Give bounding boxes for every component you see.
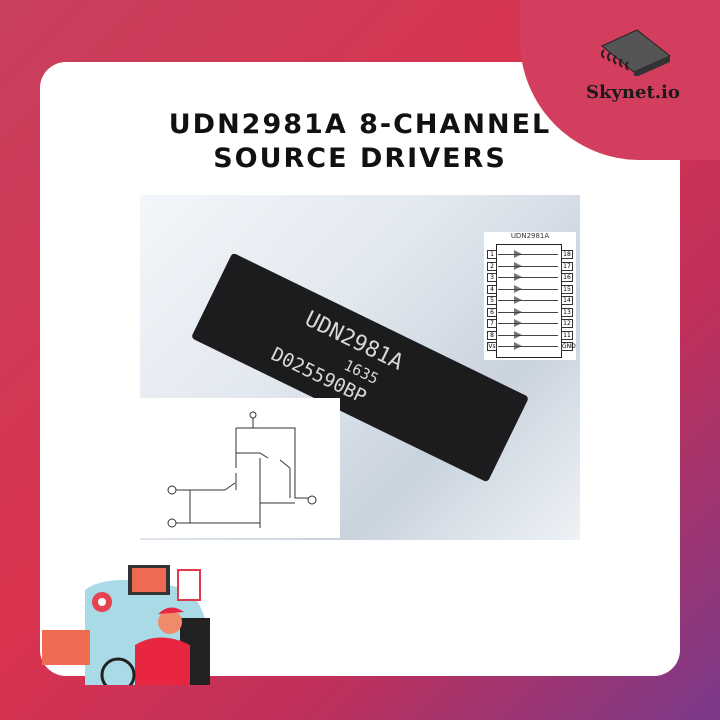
pin-label-left: Vs	[487, 342, 497, 351]
pin-label-left: 3	[487, 273, 497, 282]
pinout-diagram: UDN2981A 1 18 2 17 3 16 4 15 5 14 6 13 7…	[484, 232, 576, 360]
circuit-schematic	[140, 398, 340, 538]
brand-name: Skynet.io	[586, 82, 680, 103]
pin-label-left: 1	[487, 250, 497, 259]
pin-label-right: 15	[561, 284, 573, 294]
pin-label-right: 14	[561, 296, 573, 305]
pinout-title: UDN2981A	[510, 232, 550, 240]
pin-label-left: 8	[487, 330, 497, 340]
page-title: UDN2981A 8-CHANNEL SOURCE DRIVERS	[100, 108, 620, 176]
delivery-driver-illustration	[42, 565, 210, 685]
pin-label-left: 2	[487, 261, 497, 271]
pin-label-right: 11	[561, 330, 573, 340]
pin-label-left: 5	[487, 296, 497, 305]
pin-label-right: 12	[561, 319, 573, 328]
pin-label-right: GND	[561, 342, 576, 351]
pin-label-left: 6	[487, 307, 497, 317]
title-line-1: UDN2981A 8-CHANNEL	[168, 109, 552, 140]
pin-label-right: 13	[561, 307, 573, 317]
pin-label-left: 4	[487, 284, 497, 294]
ic-chip-icon	[601, 29, 671, 76]
pin-label-left: 7	[487, 319, 497, 328]
pin-label-right: 18	[561, 250, 573, 259]
pin-label-right: 16	[561, 273, 573, 282]
title-line-2: SOURCE DRIVERS	[213, 143, 507, 174]
pin-label-right: 17	[561, 261, 573, 271]
